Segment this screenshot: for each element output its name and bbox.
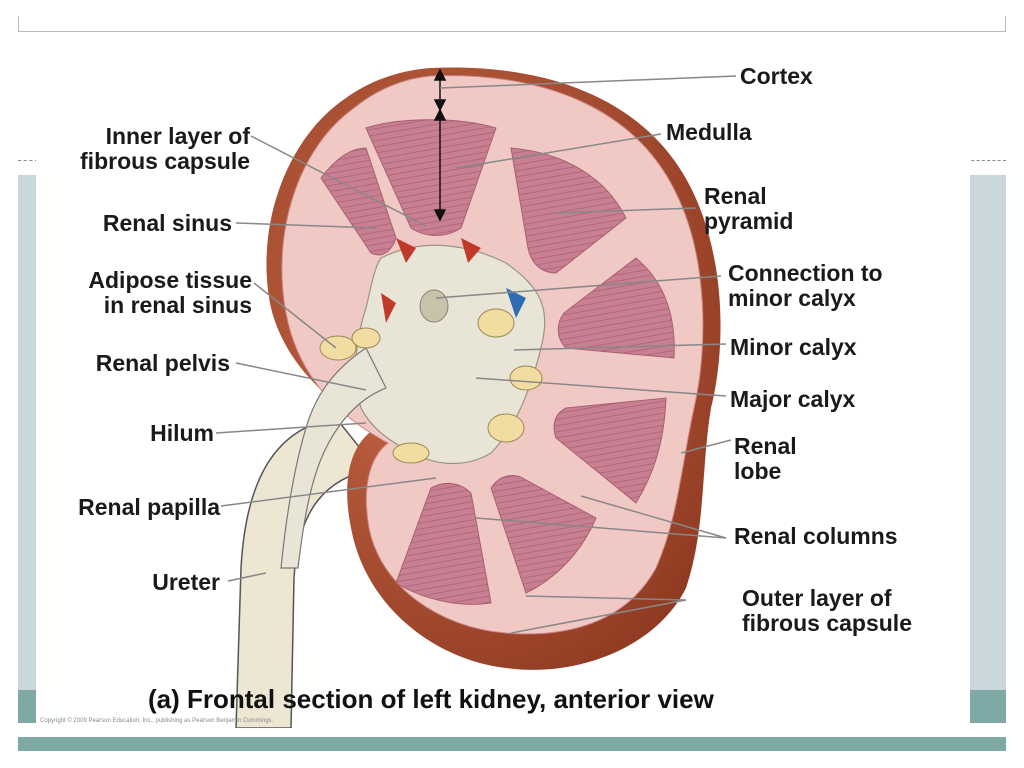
- pyramid-4: [557, 257, 675, 359]
- label-inner-layer-fibrous-capsule: Inner layer of fibrous capsule: [80, 123, 250, 174]
- pyramid-5: [553, 397, 667, 504]
- label-hilum: Hilum: [150, 420, 214, 446]
- label-adipose-tissue: Adipose tissue in renal sinus: [88, 267, 252, 318]
- renal-vessels: [381, 238, 526, 323]
- label-minor-calyx: Minor calyx: [730, 334, 857, 360]
- label-ureter: Ureter: [152, 569, 220, 595]
- label-cortex: Cortex: [740, 63, 813, 89]
- slide-band-left-accent: [18, 690, 36, 723]
- label-connection-to-minor-calyx: Connection to minor calyx: [728, 260, 883, 311]
- figure-caption: (a) Frontal section of left kidney, ante…: [148, 684, 714, 714]
- label-renal-pelvis: Renal pelvis: [95, 350, 230, 376]
- slide-band-right: [970, 175, 1006, 723]
- kidney-diagram: [215, 67, 737, 729]
- copyright-notice: Copyright © 2009 Pearson Education, Inc.…: [40, 718, 274, 724]
- label-renal-lobe: Renal lobe: [734, 433, 797, 484]
- leader-lines: [215, 75, 737, 634]
- label-renal-pyramid: Renal pyramid: [704, 183, 794, 234]
- divider-right: [966, 160, 1006, 161]
- label-renal-sinus: Renal sinus: [102, 210, 232, 236]
- label-major-calyx: Major calyx: [730, 386, 856, 412]
- slide-band-left: [18, 175, 36, 723]
- pyramid-7: [395, 482, 492, 605]
- renal-pyramids: [320, 119, 675, 605]
- pyramid-1: [365, 119, 497, 236]
- slide-band-right-accent: [970, 690, 1006, 723]
- slide-top-frame: [18, 16, 1006, 32]
- kidney-figure: Cortex Medulla Renal pyramid Connection …: [36, 48, 970, 729]
- cortex-thickness-arrow: [433, 68, 447, 222]
- label-renal-columns: Renal columns: [734, 523, 898, 549]
- minor-calyx-opening: [419, 289, 449, 323]
- pyramid-6: [490, 475, 597, 594]
- pyramid-2: [510, 147, 627, 274]
- slide-bottom-bar: [18, 737, 1006, 751]
- label-outer-layer-fibrous-capsule: Outer layer of fibrous capsule: [742, 585, 912, 636]
- label-renal-papilla: Renal papilla: [78, 494, 220, 520]
- divider-left: [18, 160, 38, 161]
- label-medulla: Medulla: [666, 119, 752, 145]
